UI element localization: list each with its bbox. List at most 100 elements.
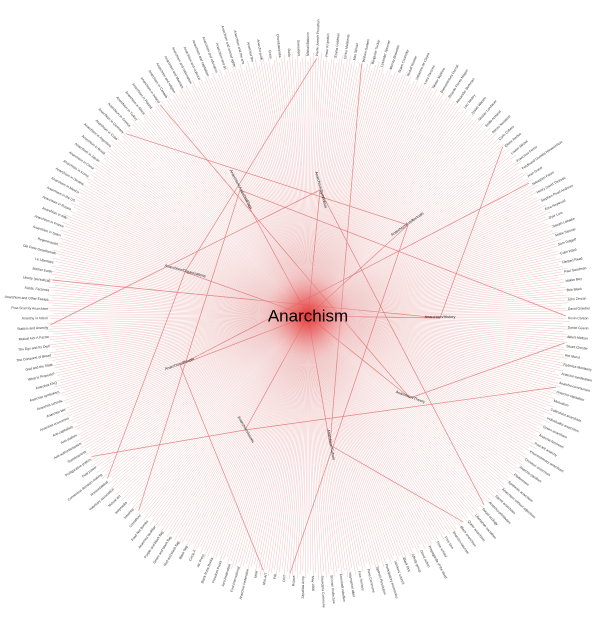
hub-edge [91, 429, 246, 457]
center-node-label: Anarchism [268, 306, 348, 325]
leaf-node-label: Anarchist film [246, 42, 254, 63]
hub-edge [125, 133, 409, 226]
leaf-node-label: Spanish Revolution [375, 566, 387, 595]
leaf-node-label: Chumbawamba [276, 34, 283, 58]
leaf-node-label: Circle A [188, 549, 197, 562]
center-glow [253, 261, 363, 371]
hub-edge [179, 182, 530, 366]
leaf-node-label: Mutualism [553, 399, 569, 408]
leaf-node-label: Anarchist Federation [239, 568, 250, 599]
leaf-node-label: William Godwin [362, 39, 371, 63]
leaf-node-label: Dada [287, 48, 292, 56]
hub-edge [52, 279, 441, 319]
leaf-node-label: Paris Commune [366, 569, 376, 594]
leaf-node-label: Le Libertaire [35, 257, 54, 265]
leaf-node-label: Max Stirner [352, 42, 359, 61]
leaf-node-label: Rojava [291, 575, 296, 586]
leaf-node-label: Post-Scarcity Anarchism [11, 306, 48, 311]
leaf-node-label: Daniel Guerin [568, 326, 589, 331]
leaf-node-label: AK Press [196, 553, 205, 568]
hub-edge [107, 271, 186, 479]
leaf-node-label: Kevin Carson [568, 316, 589, 320]
leaf-node-label: Insurrectionary anarchism [529, 450, 565, 474]
leaf-node-label: Mutual Aid: A Factor [19, 335, 50, 341]
leaf-node-label: Anarchist FAQ [35, 381, 58, 391]
leaf-node-label: Colin Ward [560, 248, 577, 256]
leaf-node-label: Crass [268, 50, 273, 60]
leaf-node-label: Liberty (periodical) [23, 275, 51, 283]
leaf-node-label: Anarchism in Spain [32, 225, 61, 238]
leaf-node-label: Freedom Press [211, 560, 223, 583]
hub-edge [138, 189, 241, 511]
hub-edge [329, 444, 464, 523]
leaf-node-label: David Graeber [568, 306, 591, 311]
leaf-node-label: Albert Meltzer [567, 335, 589, 341]
leaf-node-label: Infoshop [123, 507, 135, 519]
leaf-node-label: Anarchism and Other Essays [5, 295, 49, 302]
leaf-node-label: Free Territory [357, 570, 365, 591]
leaf-node-label: Peter Kropotkin [325, 33, 331, 57]
hub-edge [184, 58, 318, 273]
leaf-node-label: Kronstadt rebellion [339, 574, 347, 603]
leaf-node-label: Black flag [178, 545, 188, 560]
leaf-node-label: Pierre-Joseph Proudhon [315, 19, 320, 56]
leaf-node-label: Affinity group [411, 553, 423, 573]
leaf-node-label: Anarcho-syndicalism [561, 372, 593, 383]
leaf-node-label: Mikhail Bakunin [306, 32, 310, 56]
leaf-node-label: May 1968 [311, 576, 315, 591]
leaf-node-label: Sam Dolgoff [557, 237, 576, 246]
leaf-node-label: Anarchist law [46, 407, 67, 418]
leaf-node-label: Stuart Christie [566, 344, 588, 350]
hub-edge [159, 104, 411, 399]
leaf-node-label: Regeneracion [37, 237, 59, 247]
hub-edge [179, 364, 264, 571]
hub-edge [289, 224, 409, 574]
leaf-node-label: Direct action [419, 549, 431, 568]
leaf-node-label: Emma Goldman [334, 33, 341, 58]
leaf-node-label: Haymarket affair [348, 572, 356, 598]
leaf-node-label: IWW [253, 570, 259, 579]
hub-edge [239, 189, 567, 317]
hub-node-label: Anarchism/History [425, 315, 456, 319]
leaf-node-label: The Ego and Its Own [18, 344, 50, 352]
hub-edge [439, 146, 504, 319]
leaf-node-label: Statism and Anarchy [17, 326, 49, 331]
leaf-node-label: IWA-AIT [262, 572, 268, 585]
leaf-node-label: Strandzha Commune [320, 575, 326, 607]
leaf-node-label: Surrealism [296, 40, 301, 57]
leaf-node-label: Jura Federation [221, 563, 232, 587]
leaf-node-label: Zapatista Army [301, 576, 305, 599]
leaf-node-label: Black bloc [402, 557, 412, 573]
leaf-node-label: Paul Goodman [564, 266, 587, 274]
leaf-node-label: What Is Property? [28, 372, 55, 382]
leaf-node-label: Die Freie Gesellschaft [23, 244, 56, 256]
leaf-node-label: Workers' council [393, 560, 405, 585]
leaf-node-label: CNT [282, 575, 287, 582]
leaf-node-label: Ezra Heywood [544, 199, 566, 212]
leaf-node-label: Bob Black [566, 287, 582, 293]
hub-edge [409, 342, 565, 399]
leaf-node-label: Errico Malatesta [343, 34, 350, 59]
leaf-node-label: Lysander Spooner [380, 39, 392, 67]
leaf-node-label: Joseph Labadie [551, 217, 575, 229]
leaf-node-label: God and the State [25, 363, 53, 372]
leaf-node-label: Synthesis anarchism [507, 480, 534, 503]
leaf-node-label: The Conquest of Bread [16, 353, 51, 362]
leaf-node-label: Fields, Factories [24, 286, 49, 292]
leaf-node-label: Ret Marut [565, 353, 580, 359]
leaf-node-label: Murray Bookchin [389, 45, 401, 71]
leaf-node-label: Anti-statism [60, 433, 78, 445]
hub-edge [244, 386, 557, 431]
leaf-node-label: First International [230, 566, 241, 593]
leaf-node-label: Dyer Lum [548, 211, 563, 220]
leaf-node-label: Mollie Steimer [555, 227, 577, 238]
leaf-node-label: Benjamin Tucker [371, 38, 381, 64]
leaf-node-label: Hakim Bey [565, 277, 582, 283]
leaf-node-label: Shinmin Prefecture [329, 575, 336, 604]
leaf-node-label: Herbert Read [562, 256, 583, 264]
leaf-node-label: Mother Earth [32, 266, 52, 273]
hub-node-label: Anarchism/Culture [326, 429, 335, 460]
hub-edge [319, 189, 485, 505]
hub-edge [329, 63, 362, 446]
leaf-node-label: Free love [444, 536, 455, 550]
